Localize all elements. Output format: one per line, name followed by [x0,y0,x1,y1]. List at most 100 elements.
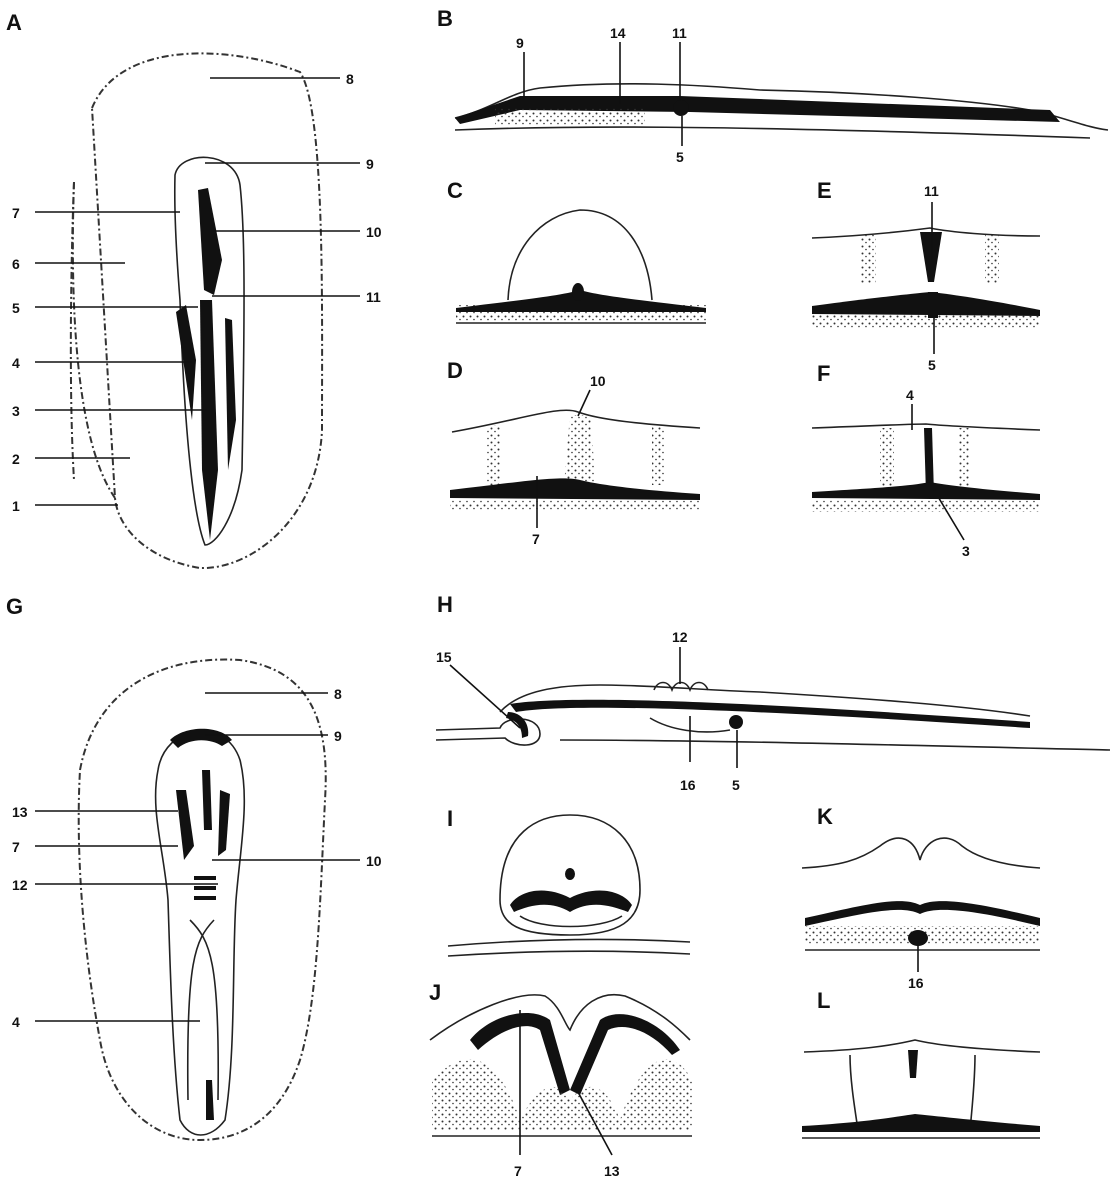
panel-label-k: K [817,804,833,829]
mesoderm-f-left [880,428,894,486]
panel-label-b: B [437,6,453,31]
panel-k: K 16 [802,804,1040,991]
mesoderm-b [495,108,645,126]
embryo-outline-a [73,53,322,568]
notochord-i [565,868,575,880]
ectoderm-f [812,482,1040,500]
surface-l [804,1040,1040,1052]
foregut-ring-i [520,916,622,927]
somites-g [194,876,216,900]
panel-c: C [447,178,706,323]
panel-a: A 8 9 7 10 6 5 11 4 3 2 1 [6,10,382,568]
mesoderm-f-right [958,428,970,486]
embryo-edge-left-a [71,182,74,480]
label-j-7: 7 [514,1163,522,1179]
panel-label-l: L [817,988,830,1013]
label-h-5: 5 [732,777,740,793]
ectoderm-e [812,292,1040,316]
panel-g: G 8 9 13 7 10 12 4 [6,594,382,1140]
label-b-11: 11 [672,25,687,41]
label-g-7: 7 [12,839,20,855]
label-a-8: 8 [346,71,354,87]
label-a-5: 5 [12,300,20,316]
neural-plate-left-g [176,790,194,860]
label-a-10: 10 [366,224,382,240]
neural-fold-right-a [225,318,236,470]
label-d-7: 7 [532,531,540,547]
panel-l: L [802,988,1040,1138]
head-inner-i [510,891,632,912]
leaders-a [35,78,360,505]
label-a-3: 3 [12,403,20,419]
panel-label-c: C [447,178,463,203]
panel-label-e: E [817,178,832,203]
label-g-8: 8 [334,686,342,702]
head-fold-dark-g [170,729,232,748]
panel-h: H 15 12 16 5 [436,592,1110,793]
label-b-5: 5 [676,149,684,165]
notochord-a [198,188,222,295]
label-b-14: 14 [610,25,626,41]
ectoderm-h [510,700,1030,728]
label-e-5: 5 [928,357,936,373]
panel-e: E 11 5 [812,178,1040,373]
neural-groove-g [188,920,219,1100]
label-h-15: 15 [436,649,452,665]
leader-d-10 [578,390,590,416]
node-e [928,292,938,318]
label-g-4: 4 [12,1014,20,1030]
mesoderm-e-right [985,235,999,283]
panel-d: D 10 7 [447,358,700,547]
panel-i: I [447,806,690,956]
mesoderm-d-right [652,425,664,485]
panel-label-h: H [437,592,453,617]
primitive-streak-a [200,300,218,540]
label-d-10: 10 [590,373,606,389]
label-a-6: 6 [12,256,20,272]
label-f-3: 3 [962,543,970,559]
label-a-1: 1 [12,498,20,514]
label-a-4: 4 [12,355,20,371]
notochord-d [564,415,596,485]
endoderm-e [812,314,1040,328]
panel-b: B 9 14 11 5 [437,6,1108,165]
label-g-12: 12 [12,877,28,893]
groove-e [920,232,942,282]
panel-label-d: D [447,358,463,383]
label-f-4: 4 [906,387,914,403]
foregut-k [908,930,928,946]
leaders-g [35,693,360,1021]
panel-f: F 4 3 [812,361,1040,559]
leader-h-15 [450,665,520,728]
label-e-11: 11 [924,183,939,199]
label-h-12: 12 [672,629,688,645]
panel-label-j: J [429,980,441,1005]
caudal-dark-g [206,1080,214,1120]
panel-label-i: I [447,806,453,831]
label-h-16: 16 [680,777,696,793]
notochord-g [202,770,212,830]
panel-label-g: G [6,594,23,619]
yolk-surface-i [448,939,690,956]
node-c [572,283,584,301]
neural-folds-dark-k [805,901,1040,926]
endoderm-h [560,740,1110,750]
label-b-9: 9 [516,35,524,51]
panel-label-f: F [817,361,830,386]
label-a-7: 7 [12,205,20,221]
label-a-9: 9 [366,156,374,172]
groove-l [908,1050,918,1078]
label-j-13: 13 [604,1163,620,1179]
mesoderm-d-left [486,425,500,485]
label-a-11: 11 [366,289,381,305]
ectoderm-l [802,1114,1040,1132]
label-g-13: 13 [12,804,28,820]
endoderm-b [455,127,1090,138]
endoderm-f [812,500,1040,512]
mesoderm-e-left [860,235,876,283]
label-g-9: 9 [334,728,342,744]
label-a-2: 2 [12,451,20,467]
surface-k [802,838,1040,868]
endoderm-d [450,500,700,510]
